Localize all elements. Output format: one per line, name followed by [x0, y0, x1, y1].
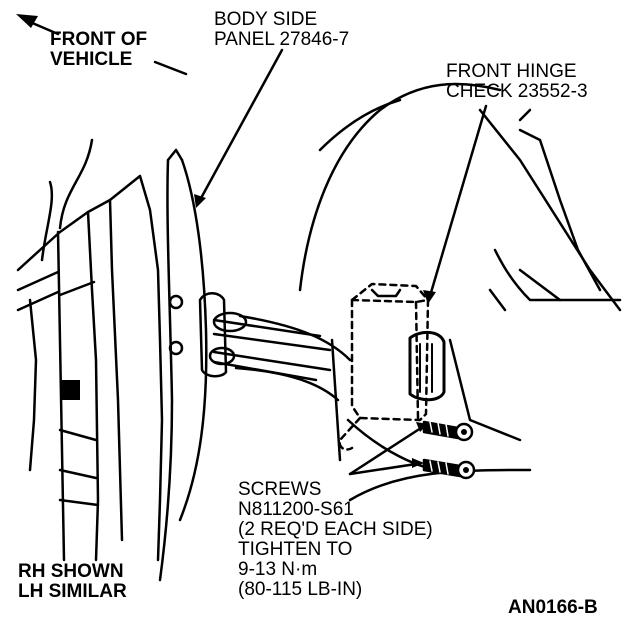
front-of-vehicle-line-1: FRONT OF [50, 29, 148, 50]
leader-arrowhead-hinge [423, 290, 436, 304]
arrow-line-right [153, 60, 188, 76]
screws-line-4: TIGHTEN TO [238, 539, 353, 560]
door-shell [16, 138, 164, 562]
screws-label: SCREWS N811200-S61 (2 REQ'D EACH SIDE) T… [238, 480, 433, 600]
screws-line-1: SCREWS [238, 479, 322, 500]
leader-arrowhead-screw-upper [416, 422, 428, 432]
arrow-line-left [28, 20, 60, 36]
hinge-check-strap [168, 292, 352, 402]
door-latch-window [62, 380, 80, 400]
leader-front-hinge-check [428, 104, 488, 298]
rh-shown-label: RH SHOWN LH SIMILAR [18, 562, 127, 602]
screw-lower [422, 458, 476, 480]
leader-arrowhead-body [194, 194, 206, 208]
body-pillar [158, 148, 208, 582]
front-hinge-check-label: FRONT HINGE CHECK 23552-3 [446, 62, 588, 102]
arrow-head [16, 14, 38, 28]
screws-line-3: (2 REQ'D EACH SIDE) [238, 519, 433, 540]
screws-line-5: 9-13 N·m [238, 559, 318, 580]
screw-upper [422, 420, 474, 442]
screws-line-2: N811200-S61 [238, 499, 354, 520]
strap-bolt-lower [168, 340, 184, 356]
front-hinge-check-line-1: FRONT HINGE [446, 61, 577, 82]
leader-screw-lower [348, 462, 418, 476]
figure-id: AN0166-B [508, 597, 598, 618]
rear-body-panel [298, 82, 622, 502]
leader-arrowhead-screw-lower [412, 458, 424, 468]
body-side-panel-label: BODY SIDE PANEL 27846-7 [214, 10, 349, 50]
body-side-panel-line-1: BODY SIDE [214, 9, 318, 30]
leader-body-side-panel [198, 48, 284, 202]
front-of-vehicle-line-2: VEHICLE [50, 49, 133, 70]
body-side-panel-line-2: PANEL 27846-7 [214, 29, 350, 50]
front-direction-arrow [16, 14, 188, 76]
front-hinge-check-line-2: CHECK 23552-3 [446, 81, 588, 102]
front-of-vehicle-label: FRONT OF VEHICLE [50, 30, 147, 70]
screws-line-6: (80-115 LB-IN) [238, 579, 363, 600]
front-hinge-check-box [338, 282, 446, 451]
rh-shown-line-1: RH SHOWN [18, 561, 124, 582]
rh-shown-line-2: LH SIMILAR [18, 581, 127, 602]
leader-screw-upper [348, 424, 426, 476]
strap-bolt-upper [168, 294, 184, 310]
